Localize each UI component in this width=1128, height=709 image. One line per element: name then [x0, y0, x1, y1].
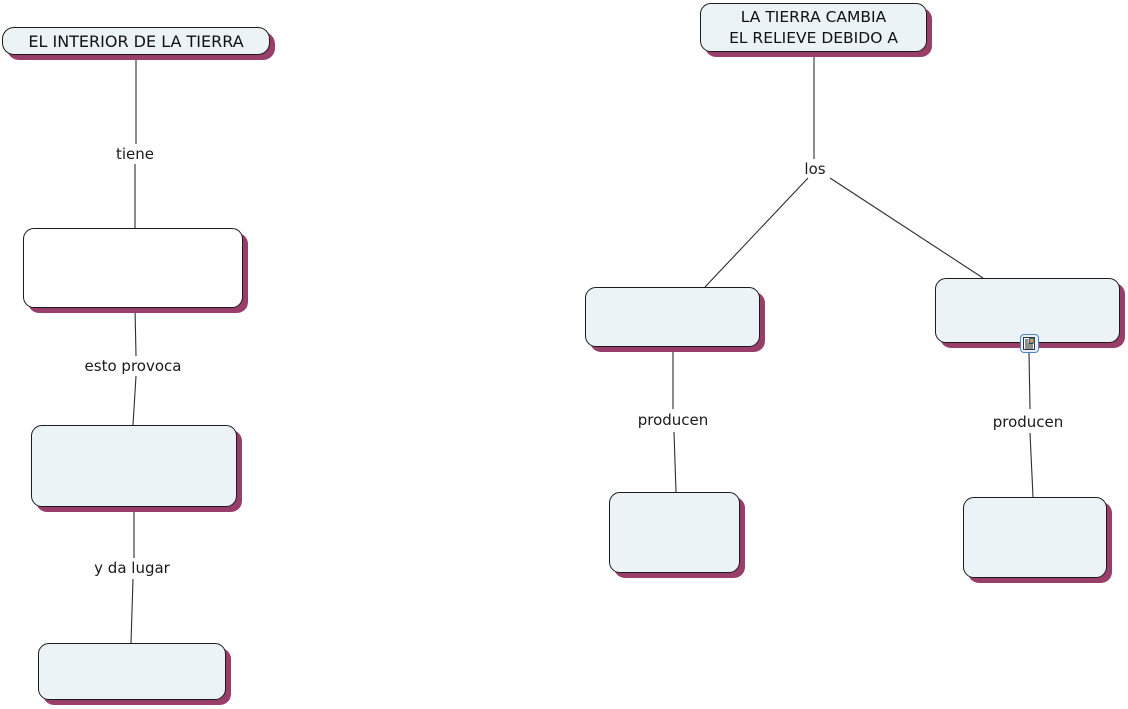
linking-phrase-producen-left[interactable]: producen	[637, 411, 709, 429]
concept-node-empty-2[interactable]	[31, 425, 237, 507]
edge-y-da-lugar-to-node	[130, 578, 134, 644]
linking-phrase-tiene[interactable]: tiene	[115, 145, 154, 163]
linking-phrase-esto-provoca[interactable]: esto provoca	[84, 357, 182, 375]
concept-node-empty-7[interactable]	[963, 497, 1107, 578]
linking-phrase-y-da-lugar[interactable]: y da lugar	[94, 559, 170, 577]
concept-node-label-line1: LA TIERRA CAMBIA	[740, 7, 887, 26]
concept-node-empty-3[interactable]	[38, 643, 226, 700]
concept-node-label-line2: EL RELIEVE DEBIDO A	[729, 28, 898, 47]
edge-rightnode-to-producen	[1028, 352, 1031, 410]
edge-producen-to-rightchild	[1029, 432, 1034, 498]
edge-node-to-esto-provoca	[134, 307, 137, 357]
edge-los-to-right-node	[829, 177, 984, 279]
linking-phrase-producen-right[interactable]: producen	[992, 413, 1064, 431]
edge-esto-provoca-to-node	[132, 375, 137, 426]
concept-node-empty-4[interactable]	[585, 287, 760, 347]
edge-producen-to-leftchild	[673, 431, 677, 493]
edge-los-to-left-node	[704, 177, 809, 288]
concept-node-empty-1[interactable]	[23, 228, 243, 308]
document-resource-glyph	[1023, 337, 1035, 350]
concept-node-el-interior-de-la-tierra[interactable]: EL INTERIOR DE LA TIERRA	[2, 27, 270, 55]
concept-node-label: EL INTERIOR DE LA TIERRA	[28, 31, 244, 51]
concept-node-empty-6[interactable]	[609, 492, 740, 573]
linking-phrase-los[interactable]: los	[804, 160, 826, 178]
concept-node-empty-5[interactable]	[935, 278, 1120, 343]
document-resource-icon[interactable]	[1020, 334, 1039, 353]
concept-node-la-tierra-cambia[interactable]: LA TIERRA CAMBIA EL RELIEVE DEBIDO A	[700, 3, 927, 52]
